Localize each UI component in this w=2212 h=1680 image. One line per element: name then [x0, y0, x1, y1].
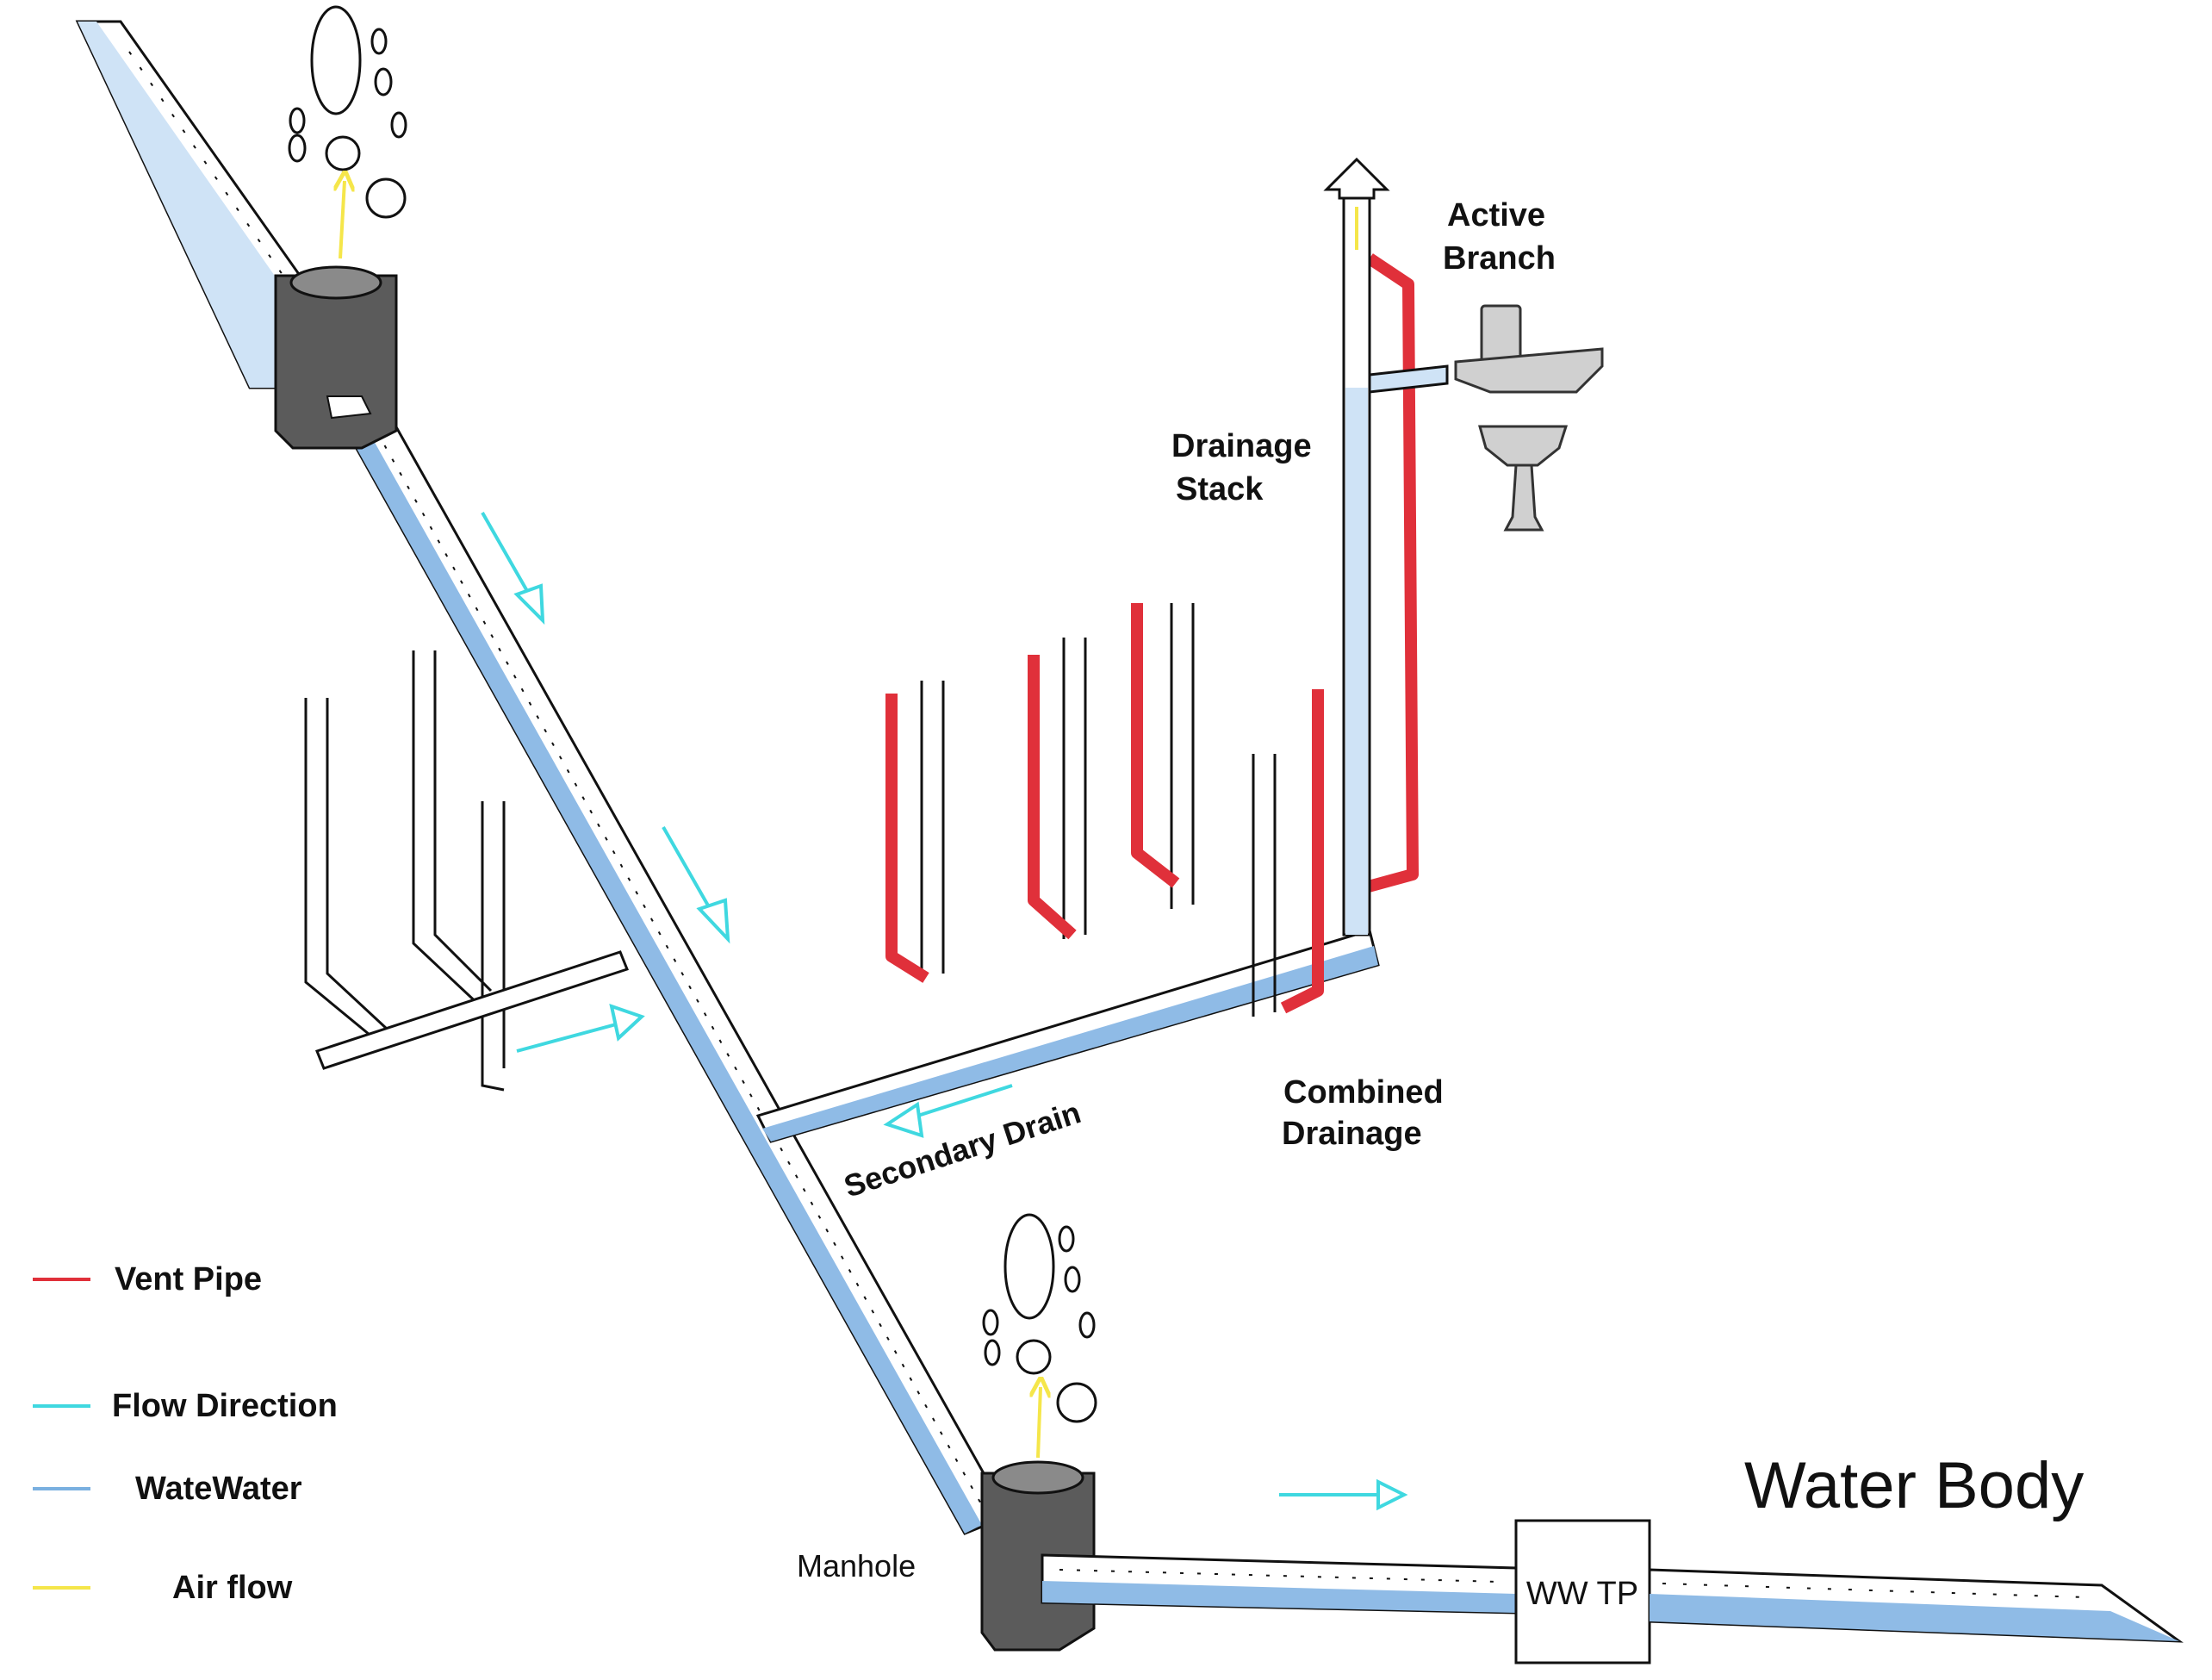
- air-flow-arrow-upper: [340, 181, 345, 259]
- air-bubbles-upper: [288, 5, 407, 219]
- toilet-icon: [1454, 304, 1604, 394]
- water-body-pipe: [1648, 1568, 2184, 1643]
- vent-pipes: [885, 253, 1419, 1014]
- secondary-drain-pipe: [755, 929, 1380, 1143]
- drainage-stack-label: Drainage: [1171, 428, 1312, 464]
- legend-label-1: Flow Direction: [112, 1388, 338, 1424]
- legend-label-2: WateWater: [135, 1471, 302, 1507]
- active-branch-label: Active: [1447, 197, 1545, 233]
- combined-drainage-label-line2: Drainage: [1282, 1116, 1422, 1152]
- air-bubbles-lower: [982, 1213, 1097, 1423]
- active-branch-label-line2: Branch: [1443, 240, 1556, 277]
- combined-drainage-label: Combined: [1283, 1074, 1444, 1111]
- manhole-label: Manhole: [797, 1548, 916, 1584]
- flow-arrows: [481, 512, 1408, 1511]
- right-branch-white-pipes: [920, 603, 1277, 1017]
- drainage-stack: [1323, 157, 1390, 936]
- lower-manhole: [980, 1460, 1096, 1652]
- upper-manhole: [274, 265, 398, 450]
- water-body-label: Water Body: [1744, 1449, 2084, 1522]
- outlet-pipe: [1041, 1553, 1518, 1615]
- legend-label-3: Air flow: [172, 1570, 293, 1606]
- wwtp-label: WW TP: [1526, 1576, 1638, 1612]
- sink-icon: [1478, 425, 1569, 532]
- left-branch-pipes: [304, 650, 629, 1092]
- legend-label-0: Vent Pipe: [115, 1261, 262, 1297]
- main-sewer-pipe: [75, 20, 1010, 1535]
- active-branch-pipe: [1368, 364, 1449, 394]
- air-flow-arrow-lower: [1038, 1387, 1041, 1459]
- drainage-stack-label-line2: Stack: [1176, 471, 1264, 507]
